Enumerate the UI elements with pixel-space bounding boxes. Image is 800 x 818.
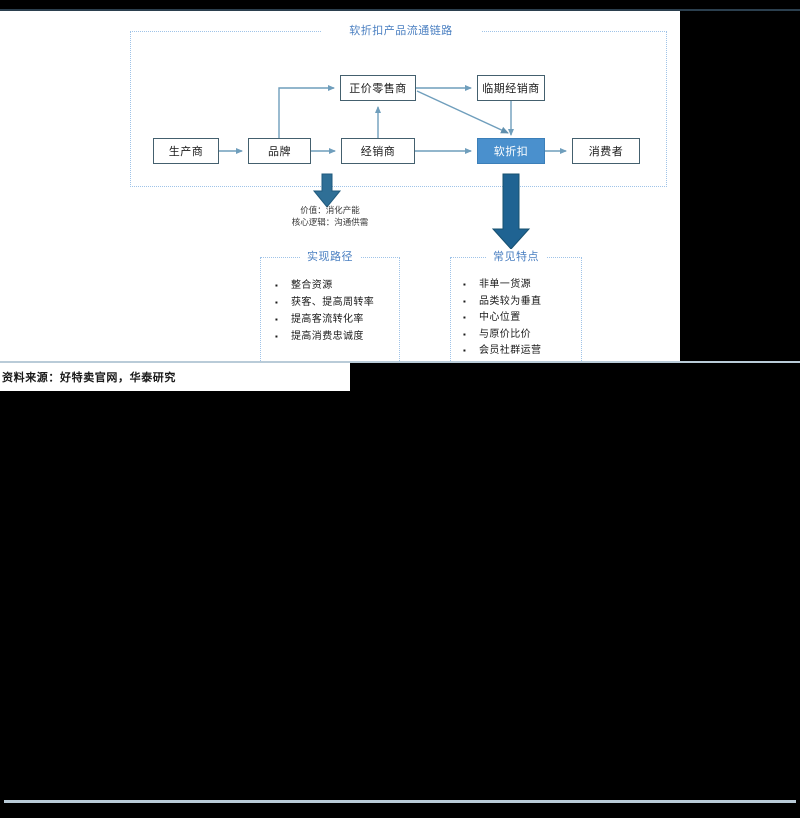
flow-node-retailer[interactable]: 正价零售商 [340, 75, 416, 101]
value-annotation: 价值：消化产能 核心逻辑：沟通供需 [255, 204, 405, 228]
list-item: 提高客流转化率 [275, 311, 393, 328]
source-strip: 资料来源：好特卖官网，华泰研究 [0, 361, 800, 391]
flow-title: 软折扣产品流通链路 [321, 23, 481, 39]
annotation-line-value: 价值：消化产能 [300, 205, 360, 215]
card-implementation-path: 实现路径 整合资源 获客、提高周转率 提高客流转化率 提高消费忠诚度 [260, 249, 400, 365]
flow-node-brand[interactable]: 品牌 [248, 138, 311, 164]
list-item: 获客、提高周转率 [275, 294, 393, 311]
card-common-features: 常见特点 非单一货源 品类较为垂直 中心位置 与原价比价 会员社群运营 [450, 249, 582, 365]
annotation-line-logic: 核心逻辑：沟通供需 [291, 217, 369, 227]
card-path-title: 实现路径 [300, 249, 360, 265]
top-divider [0, 9, 800, 11]
flow-node-soft-discount[interactable]: 软折扣 [477, 138, 545, 164]
card-path-list: 整合资源 获客、提高周转率 提高客流转化率 提高消费忠诚度 [261, 277, 399, 345]
flow-node-dealer[interactable]: 经销商 [341, 138, 415, 164]
list-item: 提高消费忠诚度 [275, 328, 393, 345]
flow-node-near-expiry-dealer[interactable]: 临期经销商 [477, 75, 545, 101]
source-divider-light [0, 361, 800, 363]
list-item: 会员社群运营 [463, 343, 575, 360]
list-item: 品类较为垂直 [463, 294, 575, 311]
source-text: 资料来源：好特卖官网，华泰研究 [2, 372, 176, 384]
list-item: 与原价比价 [463, 327, 575, 344]
list-item: 非单一货源 [463, 277, 575, 294]
list-item: 中心位置 [463, 310, 575, 327]
flow-node-consumer[interactable]: 消费者 [572, 138, 640, 164]
card-feature-title: 常见特点 [486, 249, 546, 265]
card-feature-list: 非单一货源 品类较为垂直 中心位置 与原价比价 会员社群运营 [451, 277, 581, 360]
flow-container: 软折扣产品流通链路 [130, 23, 667, 187]
bottom-divider [4, 800, 796, 803]
flow-node-producer[interactable]: 生产商 [153, 138, 219, 164]
figure-panel: 软折扣产品流通链路 正价零售商 临期经销商 生产商 品牌 经销商 软折扣 消费者… [0, 11, 680, 365]
list-item: 整合资源 [275, 277, 393, 294]
